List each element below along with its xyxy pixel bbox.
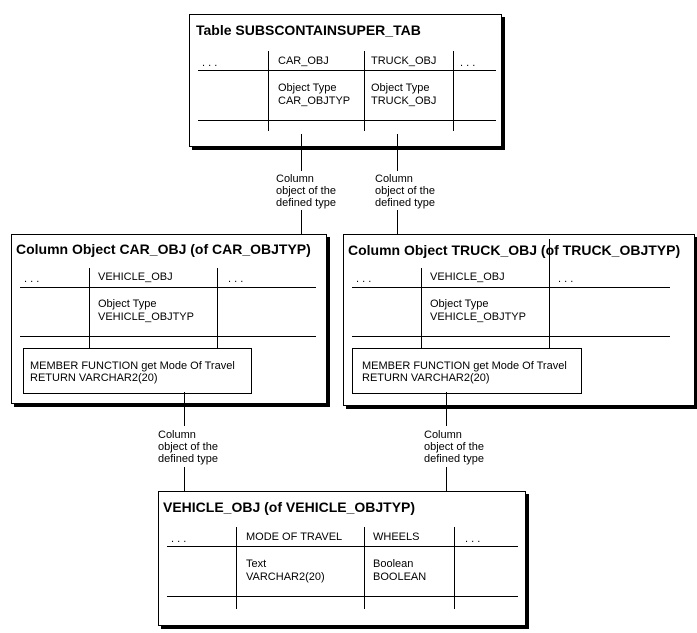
connector-line xyxy=(184,392,185,426)
connector-label-line: defined type xyxy=(424,453,484,465)
connector-line xyxy=(397,210,398,238)
truck-obj-col-divider xyxy=(549,239,550,351)
truck-obj-member-function: MEMBER FUNCTION get Mode Of Travel RETUR… xyxy=(352,348,582,394)
vehicle-obj-col-header: MODE OF TRAVEL xyxy=(246,531,343,543)
car-obj-col-divider xyxy=(217,268,218,351)
connector-label-line: object of the xyxy=(375,185,435,197)
connector-line xyxy=(397,134,398,171)
vehicle-obj-cell: VARCHAR2(20) xyxy=(246,571,325,583)
car-obj-function-line: RETURN VARCHAR2(20) xyxy=(30,372,158,384)
table-divider xyxy=(198,120,496,121)
car-obj-col-divider xyxy=(89,268,90,351)
truck-obj-function-line: MEMBER FUNCTION get Mode Of Travel xyxy=(362,360,567,372)
car-obj-col-header: . . . xyxy=(24,273,40,285)
truck-obj-col-divider xyxy=(421,268,422,351)
connector-label-truck: Column object of the defined type xyxy=(375,173,435,209)
table-title: Table SUBSCONTAINSUPER_TAB xyxy=(196,22,421,38)
table-col-header: . . . xyxy=(202,57,218,69)
car-obj-divider xyxy=(20,287,316,288)
truck-obj-function-line: RETURN VARCHAR2(20) xyxy=(362,372,490,384)
connector-label-car-vehicle: Column object of the defined type xyxy=(158,429,218,465)
vehicle-obj-divider xyxy=(167,596,518,597)
vehicle-obj-divider xyxy=(167,546,518,547)
truck-obj-divider xyxy=(352,336,670,337)
vehicle-obj-col-divider xyxy=(364,527,365,609)
connector-label-line: Column xyxy=(375,173,413,185)
connector-line xyxy=(301,134,302,171)
table-cell: TRUCK_OBJ xyxy=(371,95,437,107)
truck-obj-box: Column Object TRUCK_OBJ (of TRUCK_OBJTYP… xyxy=(343,234,695,406)
connector-label-line: defined type xyxy=(276,197,336,209)
connector-label-line: object of the xyxy=(158,441,218,453)
truck-obj-cell: VEHICLE_OBJTYP xyxy=(430,311,526,323)
connector-label-line: Column xyxy=(158,429,196,441)
table-col-divider xyxy=(364,51,365,131)
connector-label-line: Column xyxy=(424,429,462,441)
car-obj-cell: VEHICLE_OBJTYP xyxy=(98,311,194,323)
connector-label-line: object of the xyxy=(276,185,336,197)
car-obj-divider xyxy=(20,336,316,337)
car-obj-cell: Object Type xyxy=(98,298,157,310)
truck-obj-cell: Object Type xyxy=(430,298,489,310)
connector-label-line: object of the xyxy=(424,441,484,453)
car-obj-col-header: . . . xyxy=(228,273,244,285)
table-subscontainsuper-box: Table SUBSCONTAINSUPER_TAB . . . CAR_OBJ… xyxy=(189,14,502,147)
connector-line xyxy=(184,467,185,496)
connector-label-car: Column object of the defined type xyxy=(276,173,336,209)
vehicle-obj-col-header: . . . xyxy=(171,533,187,545)
vehicle-obj-title: VEHICLE_OBJ (of VEHICLE_OBJTYP) xyxy=(163,499,416,515)
vehicle-obj-col-header: . . . xyxy=(465,533,481,545)
car-obj-title: Column Object CAR_OBJ (of CAR_OBJTYP) xyxy=(16,241,311,257)
truck-obj-col-header: VEHICLE_OBJ xyxy=(430,271,505,283)
table-col-header: . . . xyxy=(460,57,476,69)
vehicle-obj-cell: Text xyxy=(246,558,267,570)
vehicle-obj-col-header: WHEELS xyxy=(373,531,420,543)
connector-label-line: defined type xyxy=(158,453,218,465)
car-obj-function-line: MEMBER FUNCTION get Mode Of Travel xyxy=(30,360,235,372)
table-col-divider xyxy=(268,51,269,131)
truck-obj-col-header: . . . xyxy=(558,273,574,285)
connector-line xyxy=(446,467,447,496)
connector-line xyxy=(301,210,302,238)
vehicle-obj-cell: Boolean xyxy=(373,558,414,570)
table-cell: CAR_OBJTYP xyxy=(278,95,351,107)
truck-obj-divider xyxy=(352,287,670,288)
table-col-header: CAR_OBJ xyxy=(278,55,329,67)
connector-label-line: defined type xyxy=(375,197,435,209)
vehicle-obj-col-divider xyxy=(236,527,237,609)
table-col-divider xyxy=(453,51,454,131)
truck-obj-col-header: . . . xyxy=(356,273,372,285)
vehicle-obj-cell: BOOLEAN xyxy=(373,571,427,583)
car-obj-box: Column Object CAR_OBJ (of CAR_OBJTYP) . … xyxy=(11,234,327,404)
connector-label-line: Column xyxy=(276,173,314,185)
truck-obj-title: Column Object TRUCK_OBJ (of TRUCK_OBJTYP… xyxy=(348,242,681,258)
vehicle-obj-col-divider xyxy=(454,527,455,609)
car-obj-col-header: VEHICLE_OBJ xyxy=(98,271,173,283)
vehicle-obj-box: VEHICLE_OBJ (of VEHICLE_OBJTYP) . . . MO… xyxy=(158,491,526,626)
table-cell: Object Type xyxy=(371,82,430,94)
connector-label-truck-vehicle: Column object of the defined type xyxy=(424,429,484,465)
table-col-header: TRUCK_OBJ xyxy=(371,55,437,67)
table-divider xyxy=(198,70,496,71)
connector-line xyxy=(446,392,447,426)
table-cell: Object Type xyxy=(278,82,337,94)
car-obj-member-function: MEMBER FUNCTION get Mode Of Travel RETUR… xyxy=(23,348,252,394)
